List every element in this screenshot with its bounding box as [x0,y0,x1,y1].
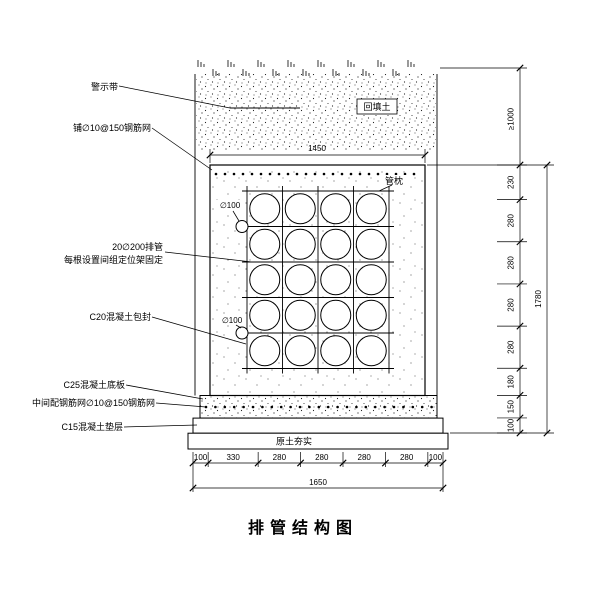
pipe-circle [249,264,281,296]
dim-label: 280 [273,453,287,462]
pipe-pillow-leader [378,184,393,192]
pipe-circle [284,299,316,331]
warning-tape-label: 警示带 [91,81,118,92]
pipe-circle [284,228,316,260]
dim-bottom-total: 1650 [309,478,327,487]
pipe-circle [355,193,387,225]
dim-label: 280 [315,453,329,462]
dim-label: 330 [226,453,240,462]
dia100-label-2: ∅100 [222,316,243,325]
pipe-circles [249,193,387,367]
dim-label: 280 [507,298,516,312]
small-pipe-1 [235,220,249,233]
pipe-circle [320,299,352,331]
backfill-label: 回填土 [363,101,390,112]
slab-mesh-leader [155,402,207,408]
pipe-circle [249,228,281,260]
dim-ticks [189,64,551,492]
slab-mesh-label: 中间配钢筋网∅10@150钢筋网 [32,397,155,408]
dim-top-width: 1450 [308,144,326,153]
dia100-label-bg-1 [216,200,244,210]
subgrade-label: 原土夯实 [276,436,312,447]
leader-lines [118,85,393,428]
pipe-pillow-label-bg [383,175,408,186]
pipe-circle [284,335,316,367]
top-rebar-mesh-dots [214,172,416,176]
pipe-circle [249,335,281,367]
cushion-layer [192,417,444,434]
compacted-subgrade-band [187,432,449,450]
pipe-circle [355,264,387,296]
top-mesh-label: 铺∅10@150钢筋网 [73,122,151,133]
backfill-label-box [356,98,398,115]
pipe-circle [320,228,352,260]
dim-label: 100 [429,453,443,462]
dim-label: 100 [507,418,516,432]
pipes-label-line2: 每根设置间组定位架固定 [64,254,163,265]
pipe-circle [284,193,316,225]
dim-label: 180 [507,375,516,389]
warning-tape-leader [118,85,231,109]
top-mesh-leader [151,127,213,171]
dia100-label-bg-2 [218,315,246,325]
dia100-label-1: ∅100 [220,201,241,210]
dim-label: 280 [507,256,516,270]
backfill-soil-area [196,74,436,150]
cushion-leader [123,424,198,428]
pipe-circle [320,193,352,225]
cushion-label: C15混凝土垫层 [61,421,123,432]
pipe-positioning-frame [242,186,394,374]
base-slab-leader [125,384,204,400]
pipe-pillow-label: 管枕 [385,175,403,186]
dim-label: 280 [507,340,516,354]
ground-surface-hatch [197,60,415,76]
encasement-leader [151,316,247,345]
dim-label: 280 [507,213,516,227]
drawing-title: 排管结构图 [248,518,358,537]
pipe-circle [355,228,387,260]
dim-label: 100 [194,453,208,462]
dim-label: 280 [400,453,414,462]
dim-right-total: 1780 [534,290,543,308]
base-slab-label: C25混凝土底板 [63,379,125,390]
dim-label: 230 [507,175,516,189]
dim-segment-labels: 100 330 280 280 280 280 100 230 280 280 280 280 180 1… [194,175,516,462]
slab-rebar-mesh-dots [204,405,433,409]
pipe-circle [320,335,352,367]
pipe-circle [284,264,316,296]
pipe-circle [355,335,387,367]
pipes-label-line1: 20∅200排管 [112,241,163,252]
text-labels: 警示带 铺∅10@150钢筋网 回填土 管枕 20∅200排管 每根设置间组定位… [32,81,543,537]
dim-top-width-group [209,149,426,163]
pipe-circle [249,299,281,331]
dim-lines [193,68,548,489]
pipes-leader [164,251,253,263]
pipe-circle [249,193,281,225]
dim-label: 150 [507,399,516,413]
pipe-circle [355,299,387,331]
encasement-label: C20混凝土包封 [89,311,151,322]
dim-cover-depth: ≥1000 [507,107,516,130]
concrete-encasement-block [209,164,426,397]
dia100-leader-2 [235,324,242,329]
pipe-circle [320,264,352,296]
dia100-leader-1 [232,210,240,222]
small-pipe-2 [235,326,249,340]
dim-label: 280 [358,453,372,462]
